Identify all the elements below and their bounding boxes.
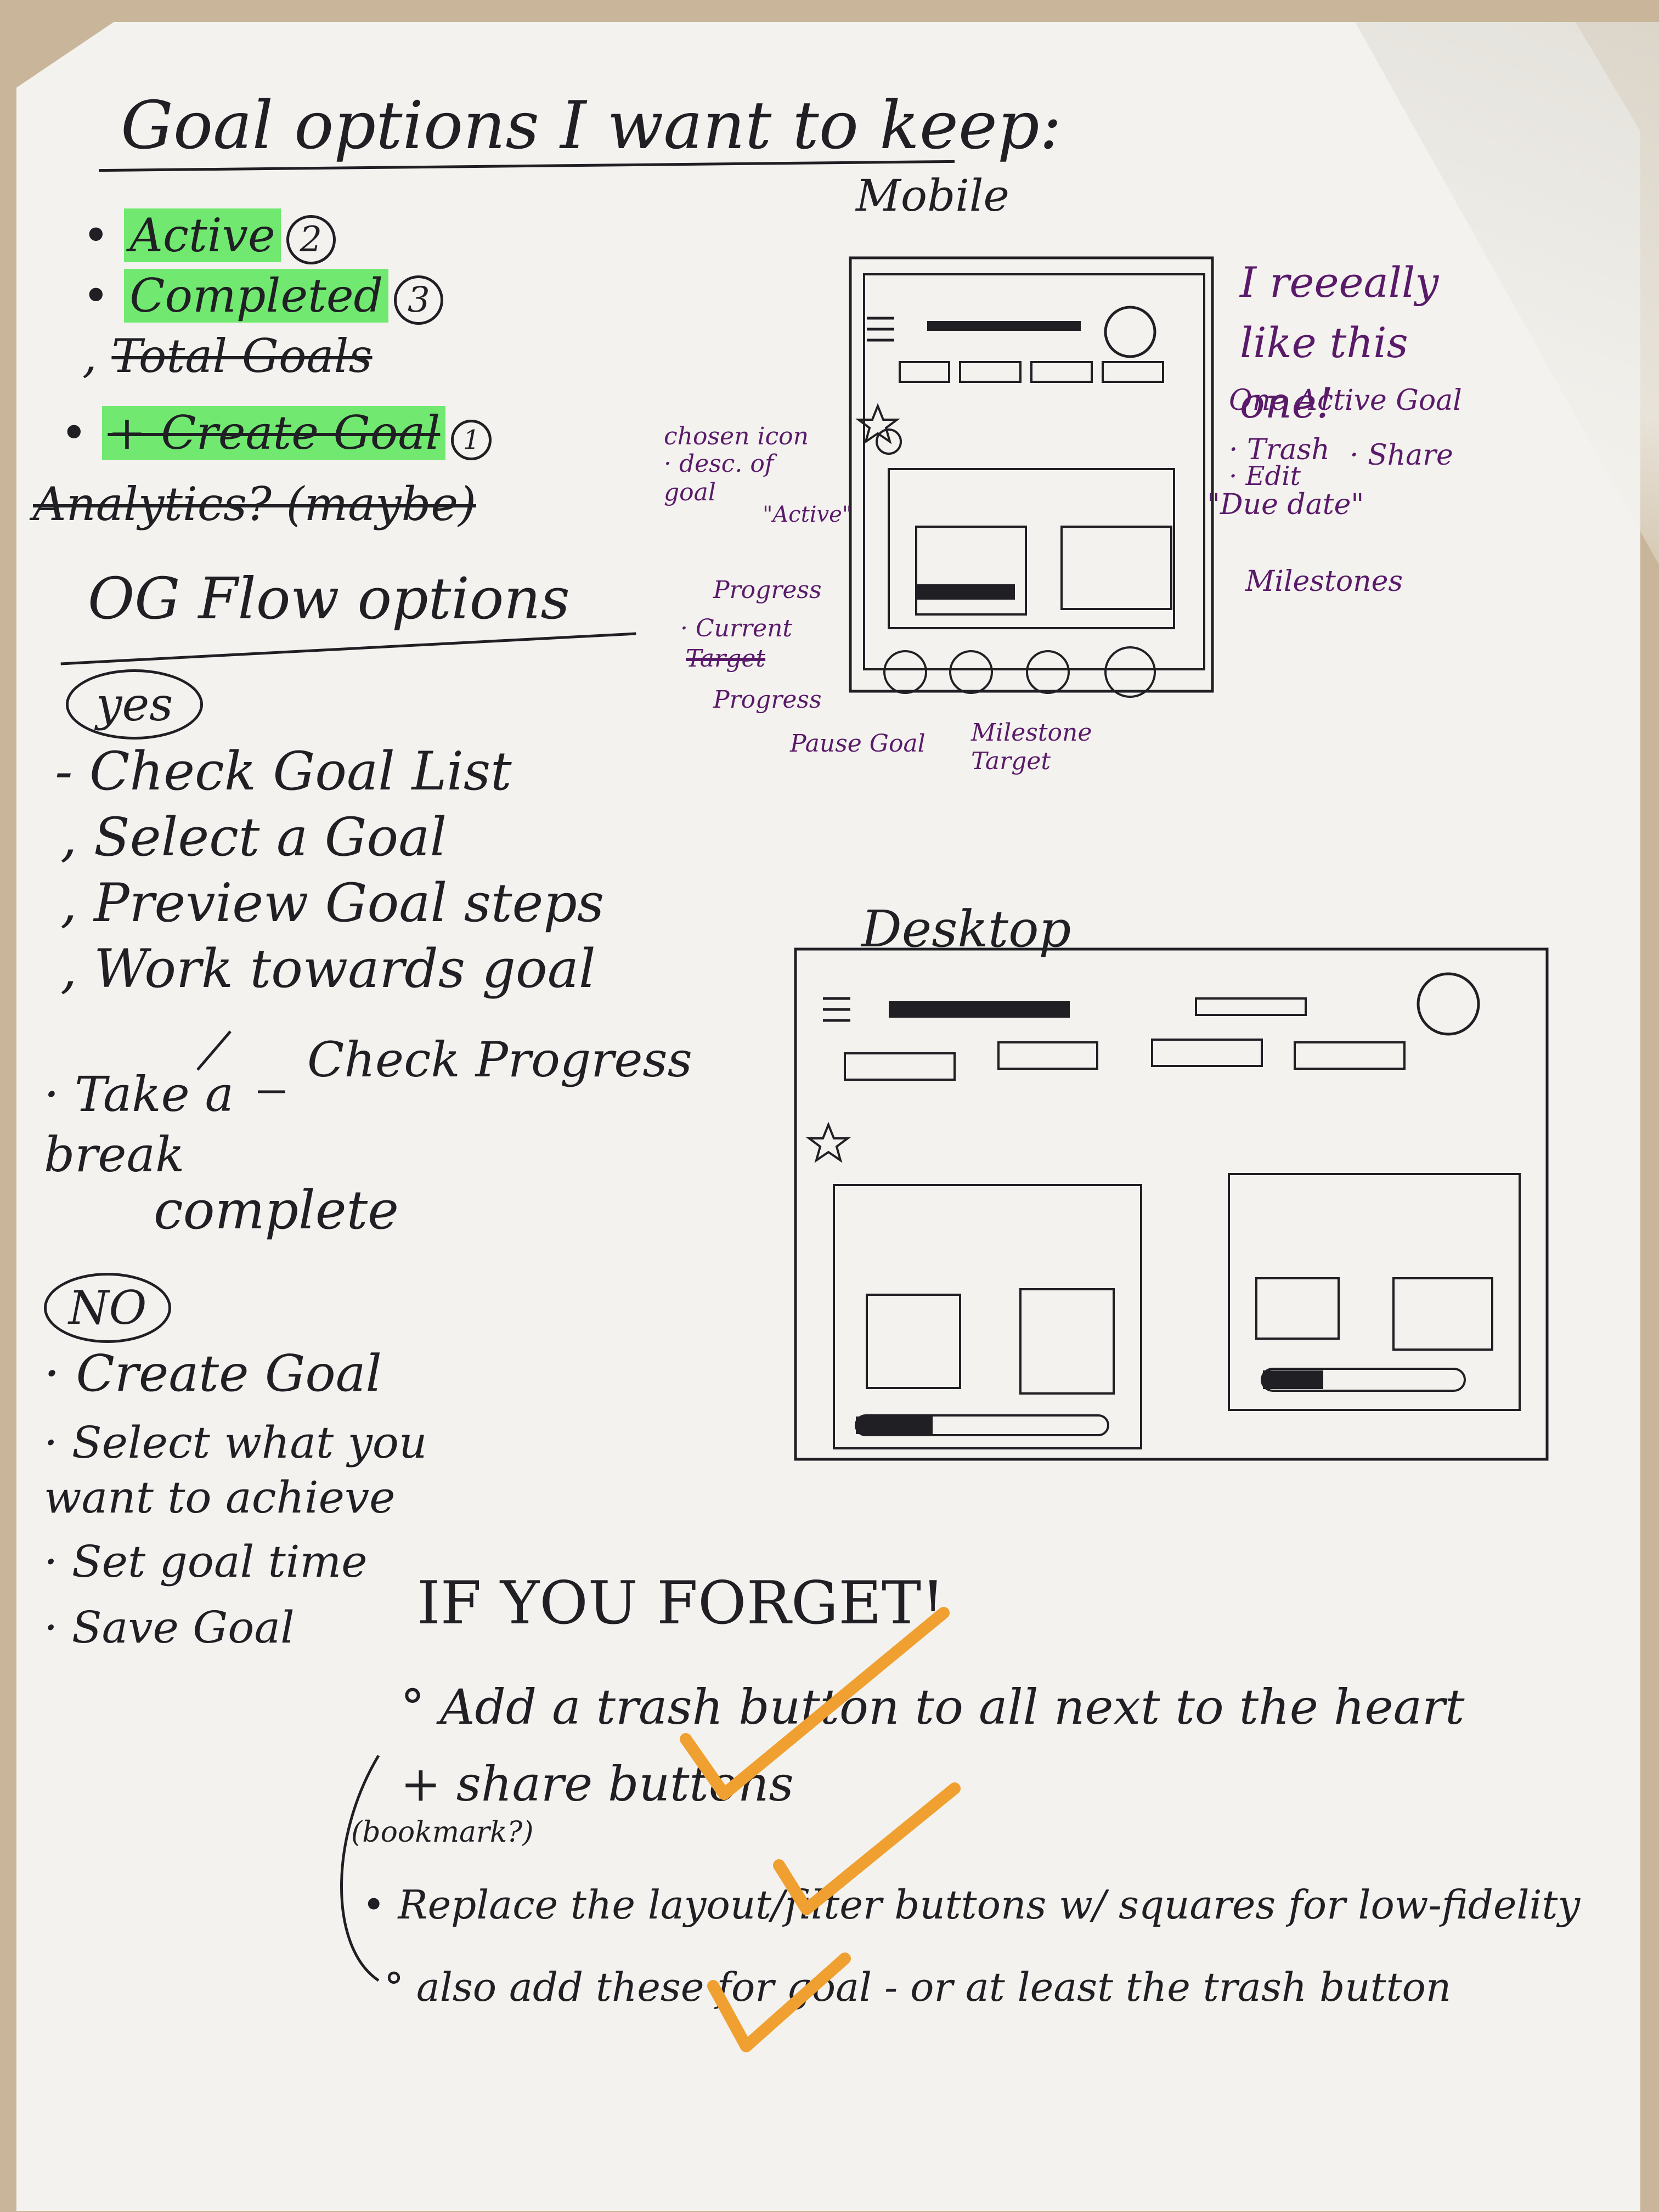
step-text: Create Goal bbox=[76, 1344, 382, 1403]
reminder-item-5: ° also add these for goal - or at least … bbox=[384, 1964, 1452, 2010]
annot-trash-text: Trash bbox=[1247, 433, 1330, 466]
annot-milestone-target: Milestone Target bbox=[971, 719, 1092, 775]
yes-step-3: , Preview Goal steps bbox=[60, 872, 605, 934]
reminder-text: Add a trash button to all next to the he… bbox=[439, 1679, 1465, 1735]
no-step-3: · Set goal time bbox=[44, 1536, 368, 1587]
annot-desc-text: desc. of goal bbox=[664, 450, 774, 506]
step-text: Set goal time bbox=[71, 1536, 368, 1587]
annot-chosen-icon: chosen icon bbox=[664, 422, 809, 450]
reminder-item-2: + share buttons bbox=[400, 1756, 794, 1812]
yes-step-1: - Check Goal List bbox=[55, 741, 512, 802]
annot-one-active-goal: One Active Goal bbox=[1229, 384, 1462, 417]
yes-step-2: , Select a Goal bbox=[60, 806, 447, 868]
annot-current: · Current bbox=[680, 614, 793, 642]
reminder-item-3: (bookmark?) bbox=[351, 1816, 534, 1849]
reminder-item-1: ° Add a trash button to all next to the … bbox=[400, 1679, 1465, 1735]
yes-step-4: , Work towards goal bbox=[60, 938, 596, 1000]
option-label: Completed bbox=[124, 269, 389, 323]
reminder-heading: IF YOU FORGET! bbox=[417, 1569, 945, 1638]
take-break: · Take a break bbox=[44, 1066, 234, 1183]
no-oval: NO bbox=[44, 1273, 172, 1343]
desktop-wireframe bbox=[794, 947, 1549, 1461]
no-step-2: · Select what you want to achieve bbox=[44, 1417, 427, 1523]
annot-desc-of-goal: · desc. of goal bbox=[664, 450, 774, 506]
annot-due-date: "Due date" bbox=[1207, 488, 1364, 521]
mobile-comment: I reeeally like this one! bbox=[1240, 258, 1439, 427]
annot-edit: · Edit bbox=[1229, 461, 1301, 492]
step-text: Work towards goal bbox=[94, 938, 596, 1000]
step-text: Save Goal bbox=[71, 1602, 295, 1653]
no-label: NO bbox=[44, 1273, 172, 1343]
flow-title: OG Flow options bbox=[88, 565, 570, 632]
yes-label: yes bbox=[66, 669, 204, 740]
annot-milestones: Milestones bbox=[1245, 565, 1403, 598]
option-analytics: Analytics? (maybe) bbox=[33, 477, 476, 531]
annot-share: · Share bbox=[1350, 439, 1453, 472]
option-label: + Create Goal bbox=[102, 406, 446, 460]
step-text: Check Goal List bbox=[89, 741, 512, 802]
yes-oval: yes bbox=[66, 669, 204, 740]
check-progress: Check Progress bbox=[307, 1031, 692, 1088]
option-label: Analytics? (maybe) bbox=[33, 477, 476, 531]
reminder-item-4: • Replace the layout/filter buttons w/ s… bbox=[362, 1882, 1581, 1928]
annot-current-text: Current bbox=[695, 614, 793, 642]
mobile-title: Mobile bbox=[856, 170, 1009, 221]
annot-progress-bottom: Progress bbox=[713, 686, 822, 714]
reminder-text: Replace the layout/filter buttons w/ squ… bbox=[398, 1882, 1581, 1928]
option-total-goals: , Total Goals bbox=[82, 329, 373, 383]
take-break-text: Take a break bbox=[44, 1066, 234, 1183]
annot-target: Target bbox=[686, 645, 765, 673]
reminder-text: also add these for goal - or at least th… bbox=[416, 1964, 1452, 2010]
option-label: Total Goals bbox=[111, 329, 373, 383]
step-text: Preview Goal steps bbox=[94, 872, 605, 934]
annot-edit-text: Edit bbox=[1245, 461, 1301, 492]
annot-trash: · Trash bbox=[1229, 433, 1330, 466]
option-count: 1 bbox=[451, 420, 492, 460]
mobile-wireframe bbox=[849, 256, 1214, 698]
annot-target-text: Target bbox=[686, 645, 766, 673]
step-text: Select what you want to achieve bbox=[44, 1417, 427, 1523]
annot-share-text: Share bbox=[1368, 439, 1453, 472]
complete-label: complete bbox=[154, 1180, 399, 1241]
option-count: 3 bbox=[394, 275, 444, 325]
option-label: Active bbox=[124, 208, 281, 262]
annot-progress: Progress bbox=[713, 576, 822, 604]
annot-active: "Active" bbox=[763, 502, 853, 527]
step-text: Select a Goal bbox=[94, 806, 447, 868]
annot-pause-goal: Pause Goal bbox=[790, 730, 926, 758]
no-step-4: · Save Goal bbox=[44, 1602, 295, 1653]
no-step-1: · Create Goal bbox=[44, 1344, 382, 1403]
option-count: 2 bbox=[286, 215, 336, 264]
page-title: Goal options I want to keep: bbox=[121, 88, 1062, 164]
